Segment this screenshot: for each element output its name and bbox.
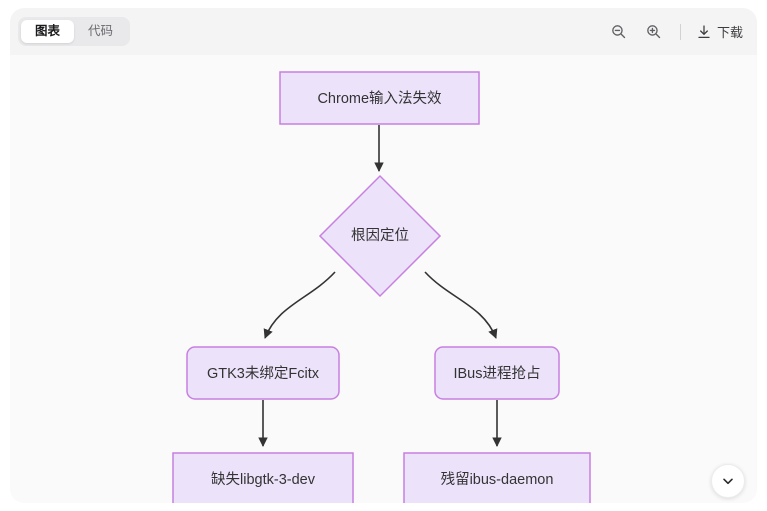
viewer-card: 图表 代码 <box>10 8 757 503</box>
node-gtk3-unbound-fcitx[interactable]: GTK3未绑定Fcitx <box>186 346 340 400</box>
flowchart-svg: Chrome输入法失效 根因定位 GTK3未绑定Fcitx IBus进程抢占 缺 <box>172 71 591 503</box>
node-root-cause-decision[interactable]: 根因定位 <box>318 174 442 298</box>
toolbar-divider <box>679 23 681 40</box>
download-button[interactable]: 下载 <box>696 22 743 41</box>
chevron-down-icon <box>720 473 736 489</box>
node-shape-rounded <box>434 346 560 400</box>
tab-chart[interactable]: 图表 <box>21 20 75 43</box>
toolbar: 图表 代码 <box>10 8 757 55</box>
edge-group <box>258 125 502 447</box>
node-shape-rect <box>172 452 354 503</box>
node-shape-rounded <box>186 346 340 400</box>
zoom-in-icon[interactable] <box>643 21 665 43</box>
node-ibus-process-preempt[interactable]: IBus进程抢占 <box>434 346 560 400</box>
download-label: 下载 <box>716 25 743 40</box>
zoom-out-icon[interactable] <box>608 21 630 43</box>
diagram-canvas[interactable]: Chrome输入法失效 根因定位 GTK3未绑定Fcitx IBus进程抢占 缺 <box>10 55 757 503</box>
node-shape-rect <box>279 71 480 125</box>
tab-group: 图表 代码 <box>18 17 131 46</box>
tab-code[interactable]: 代码 <box>88 24 114 38</box>
edge-n2-n4 <box>424 271 498 339</box>
node-shape-rect <box>403 452 591 503</box>
scroll-down-button[interactable] <box>711 464 745 498</box>
node-chrome-ime-failure[interactable]: Chrome输入法失效 <box>279 71 480 125</box>
node-shape-diamond <box>318 174 442 298</box>
toolbar-actions: 下载 <box>608 8 743 55</box>
node-residual-ibus-daemon[interactable]: 残留ibus-daemon <box>403 452 591 503</box>
edge-n2-n3 <box>263 271 336 339</box>
node-missing-libgtk3-dev[interactable]: 缺失libgtk-3-dev <box>172 452 354 503</box>
download-icon <box>696 24 712 40</box>
